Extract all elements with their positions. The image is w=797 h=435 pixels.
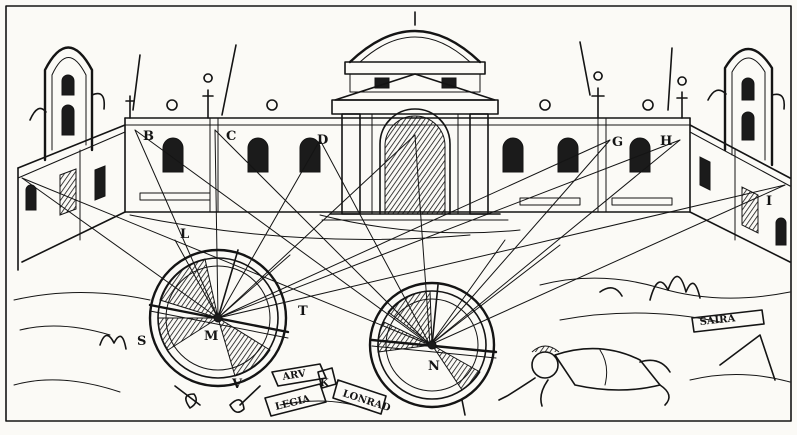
sign-saira: SAIRA bbox=[699, 313, 736, 328]
right-wing bbox=[689, 48, 791, 263]
instrument-left bbox=[148, 248, 290, 413]
left-wing bbox=[17, 46, 126, 271]
label-m: M bbox=[204, 329, 218, 344]
reclining-figure bbox=[498, 345, 671, 407]
back-wall bbox=[124, 41, 691, 213]
label-s: S bbox=[137, 334, 146, 349]
instrument-right bbox=[368, 281, 498, 416]
label-l: L bbox=[180, 227, 189, 242]
label-h: H bbox=[660, 134, 672, 149]
label-c: C bbox=[226, 129, 236, 144]
label-i: I bbox=[766, 194, 772, 209]
sign-arv: ARV bbox=[281, 368, 307, 383]
frame-border bbox=[5, 5, 792, 422]
label-b: B bbox=[143, 129, 154, 144]
label-d: D bbox=[317, 133, 328, 148]
label-t: T bbox=[298, 304, 308, 319]
label-v: V bbox=[231, 377, 243, 392]
rubble-signs bbox=[264, 309, 765, 417]
label-g: G bbox=[612, 135, 623, 150]
ground bbox=[13, 275, 791, 411]
sign-lonrad: LONRAD bbox=[341, 388, 392, 414]
central-temple bbox=[321, 11, 509, 221]
sign-k: K bbox=[320, 378, 329, 389]
label-n: N bbox=[428, 359, 440, 374]
